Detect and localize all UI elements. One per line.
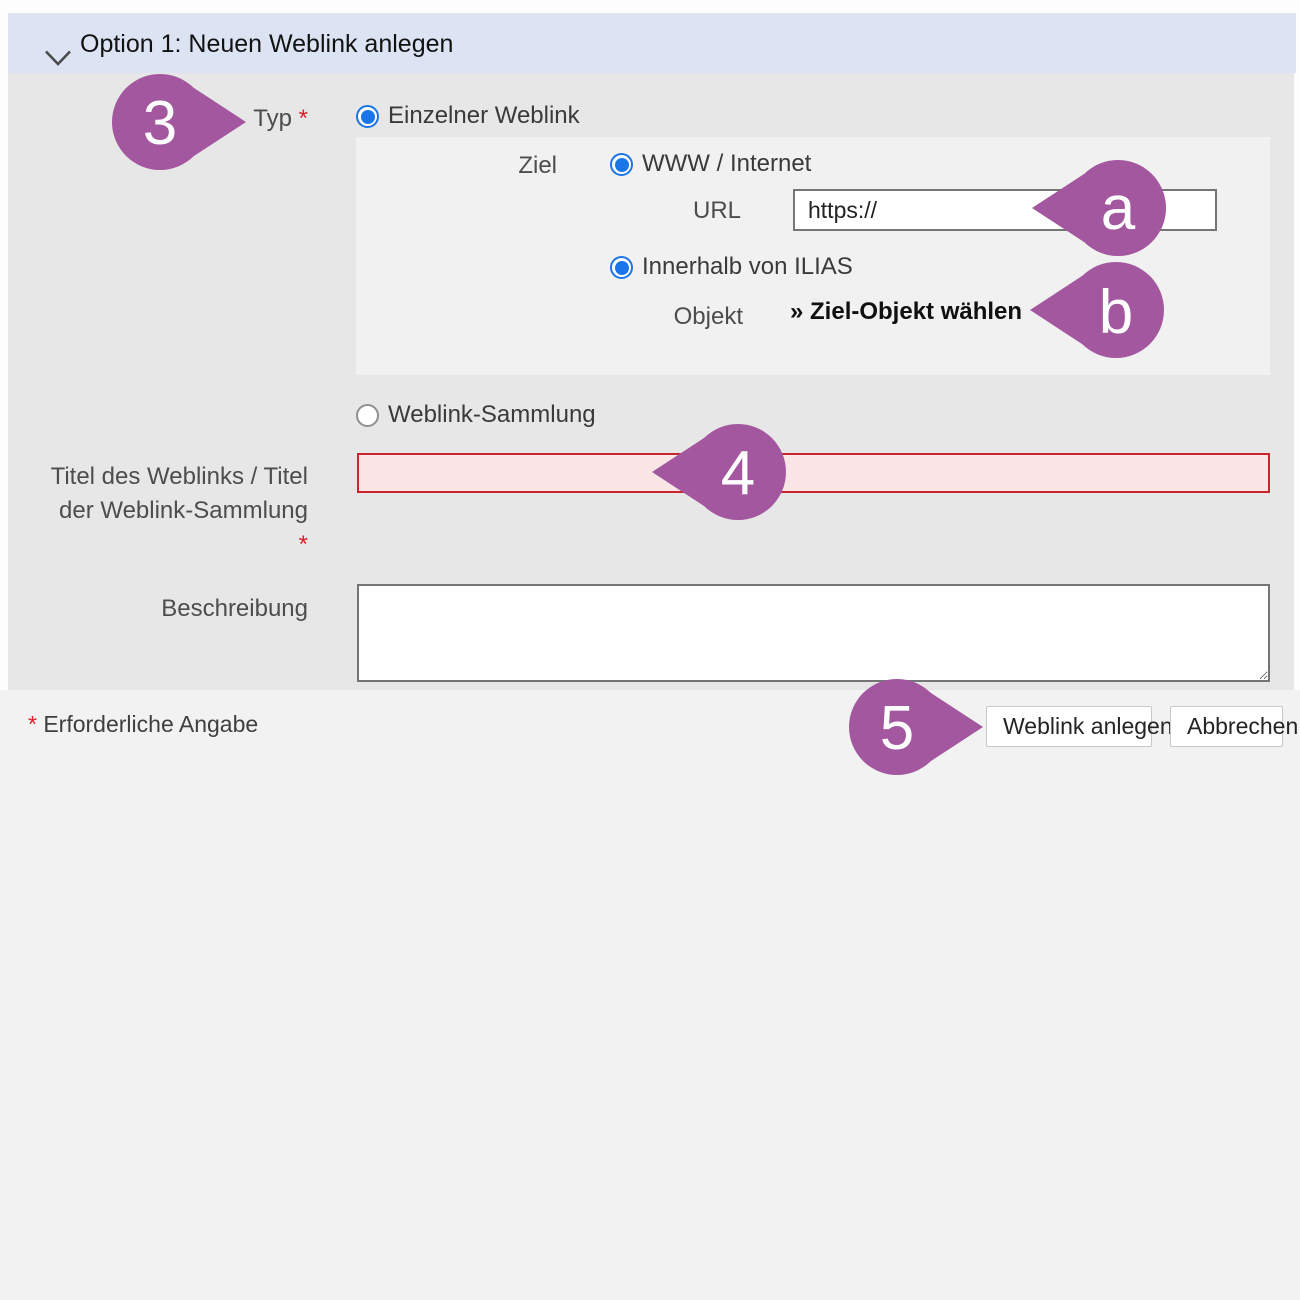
required-asterisk: *: [298, 105, 308, 132]
required-asterisk: *: [298, 531, 308, 558]
page-left-margin: [0, 13, 8, 690]
weblink-anlegen-button[interactable]: Weblink anlegen: [986, 706, 1173, 747]
page-top-margin: [0, 0, 1300, 13]
ziel-label: Ziel: [518, 152, 557, 179]
beschreibung-textarea[interactable]: [357, 584, 1270, 682]
beschreibung-label: Beschreibung: [161, 595, 308, 622]
typ-label: Typ *: [253, 105, 308, 132]
option-label-innerhalb-ilias: Innerhalb von ILIAS: [642, 253, 853, 280]
radio-einzelner-weblink[interactable]: [356, 105, 379, 128]
radio-innerhalb-ilias[interactable]: [610, 256, 633, 279]
chevron-down-icon[interactable]: [44, 49, 72, 72]
titel-input[interactable]: [357, 453, 1270, 493]
abbrechen-button[interactable]: Abbrechen: [1170, 706, 1298, 747]
radio-weblink-sammlung[interactable]: [356, 404, 379, 427]
marker-5: 5: [849, 679, 983, 775]
required-asterisk: *: [28, 711, 37, 737]
option-label-weblink-sammlung: Weblink-Sammlung: [388, 401, 596, 428]
url-label: URL: [692, 197, 741, 224]
accordion-header[interactable]: Option 1: Neuen Weblink anlegen: [8, 13, 1296, 73]
option-label-www-internet: WWW / Internet: [642, 150, 812, 177]
radio-www-internet[interactable]: [610, 153, 633, 176]
footer-required-note: * Erforderliche Angabe: [28, 711, 259, 737]
option-label-einzelner-weblink: Einzelner Weblink: [388, 102, 580, 129]
accordion-title: Option 1: Neuen Weblink anlegen: [80, 30, 454, 58]
ziel-objekt-waehlen-link[interactable]: » Ziel-Objekt wählen: [790, 298, 1023, 325]
titel-label: Titel des Weblinks / Titel der Weblink-S…: [50, 463, 308, 558]
url-input[interactable]: [793, 189, 1217, 231]
page-right-margin: [1294, 13, 1300, 690]
svg-text:5: 5: [880, 694, 914, 763]
objekt-label: Objekt: [673, 303, 743, 330]
